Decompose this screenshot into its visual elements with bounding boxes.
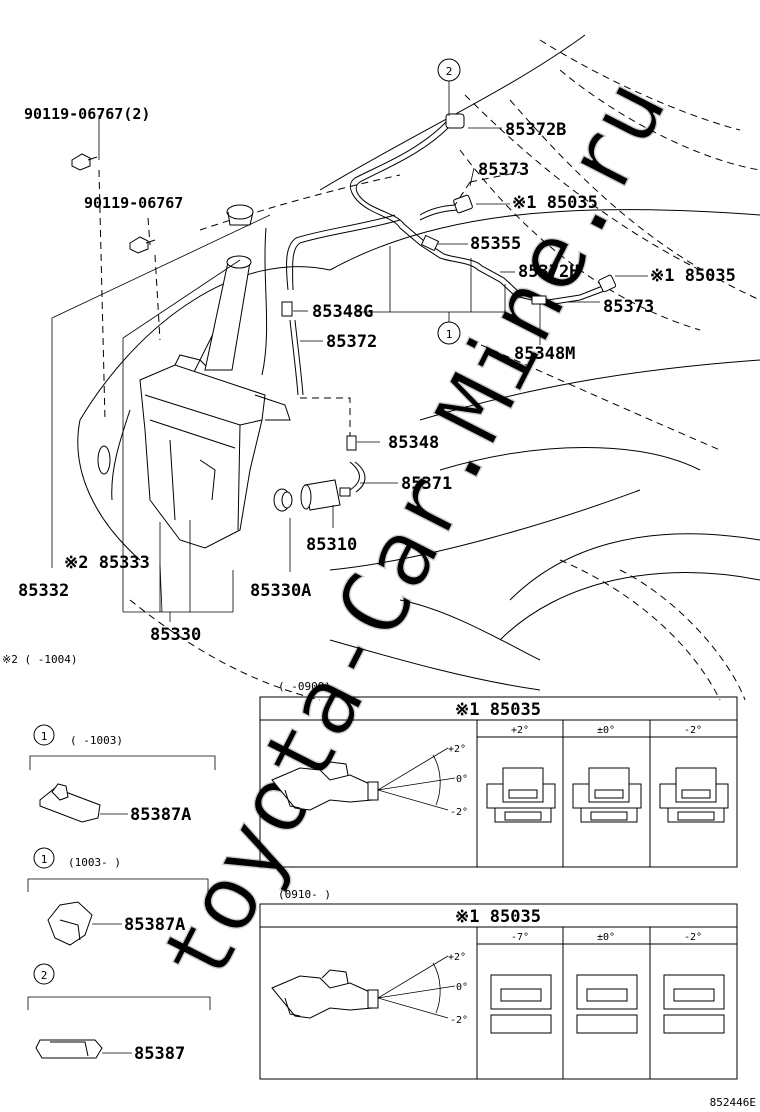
svg-text:+2°: +2° <box>448 744 466 755</box>
label-85348M: 85348M <box>514 344 575 364</box>
svg-text:+2°: +2° <box>448 952 466 963</box>
connector-icon <box>663 974 725 1034</box>
nozzle-spray-illustration: +2° 0° -2° <box>271 952 468 1026</box>
hose-routing <box>281 113 617 493</box>
label-85035-1: ※1 85035 <box>512 193 598 213</box>
col-header: ±0° <box>597 725 615 736</box>
pump-group <box>273 479 351 512</box>
label-85372: 85372 <box>326 332 377 352</box>
nozzle-table-upper: ( -0909) ※1 85035 +2° ±0° -2° +2° 0° -2° <box>259 680 738 868</box>
label-bolt: 90119-06767 <box>84 194 183 212</box>
svg-text:(0910- ): (0910- ) <box>278 888 331 901</box>
label-85330A: 85330A <box>250 581 311 601</box>
svg-text:85387A: 85387A <box>130 805 191 825</box>
label-85333: ※2 85333 <box>64 553 150 573</box>
figure-code: 852446E <box>710 1096 756 1109</box>
connector-icon <box>490 974 552 1034</box>
col-header: -7° <box>511 932 529 943</box>
svg-text:1: 1 <box>41 853 48 866</box>
col-header: +2° <box>511 725 529 736</box>
svg-text:85387A: 85387A <box>124 915 185 935</box>
label-85348: 85348 <box>388 433 439 453</box>
label-85355: 85355 <box>470 234 521 254</box>
connector-icon <box>572 767 642 823</box>
connector-icon <box>486 767 556 823</box>
variant-1b: 1 (1003- ) 85387A <box>27 847 209 946</box>
connector-icon <box>576 974 638 1034</box>
variant-2: 2 85387 <box>27 963 211 1064</box>
label-85332: 85332 <box>18 581 69 601</box>
svg-text:0°: 0° <box>456 982 468 993</box>
col-header: -2° <box>684 932 702 943</box>
label-85373-upper: 85373 <box>478 160 529 180</box>
callout-2-top: 2 <box>437 58 461 82</box>
label-85310: 85310 <box>306 535 357 555</box>
connector-icon <box>659 767 729 823</box>
variant-1a: 1 ( -1003) 85387A <box>29 724 216 825</box>
svg-text:( -0909): ( -0909) <box>278 680 331 693</box>
svg-text:1: 1 <box>41 730 48 743</box>
footnote-2: ※2 ( -1004) <box>2 653 77 666</box>
label-bolt-2: 90119-06767(2) <box>24 105 150 123</box>
svg-text:2: 2 <box>446 65 453 78</box>
label-85372B: 85372B <box>505 120 566 140</box>
table-upper-title: ※1 85035 <box>455 700 541 720</box>
svg-text:0°: 0° <box>456 774 468 785</box>
bolt-icons <box>71 153 156 254</box>
callout-1-top: 1 <box>437 321 461 345</box>
svg-text:85387: 85387 <box>134 1044 185 1064</box>
label-85330: 85330 <box>150 625 201 645</box>
svg-text:(1003- ): (1003- ) <box>68 856 121 869</box>
bolt-icon <box>71 153 98 171</box>
svg-text:-2°: -2° <box>450 807 468 818</box>
col-header: ±0° <box>597 932 615 943</box>
label-85348G: 85348G <box>312 302 373 322</box>
leader-lines <box>51 80 648 622</box>
nozzle-spray-illustration: +2° 0° -2° <box>271 744 468 818</box>
table-lower-title: ※1 85035 <box>455 907 541 927</box>
label-85035-2: ※1 85035 <box>650 266 736 286</box>
svg-text:( -1003): ( -1003) <box>70 734 123 747</box>
svg-text:-2°: -2° <box>450 1015 468 1026</box>
washer-tank <box>139 204 291 549</box>
bolt-icon <box>129 236 156 254</box>
label-85372H: 85372H <box>518 262 579 282</box>
svg-text:2: 2 <box>41 969 48 982</box>
part-labels: 90119-06767(2) 90119-06767 85372B 85373 … <box>2 105 736 666</box>
svg-text:1: 1 <box>446 328 453 341</box>
body-outline <box>77 34 760 701</box>
col-header: -2° <box>684 725 702 736</box>
label-85371: 85371 <box>401 474 452 494</box>
nozzle-table-lower: (0910- ) ※1 85035 -7° ±0° -2° +2° 0° -2° <box>259 888 738 1080</box>
label-85373-right: 85373 <box>603 297 654 317</box>
